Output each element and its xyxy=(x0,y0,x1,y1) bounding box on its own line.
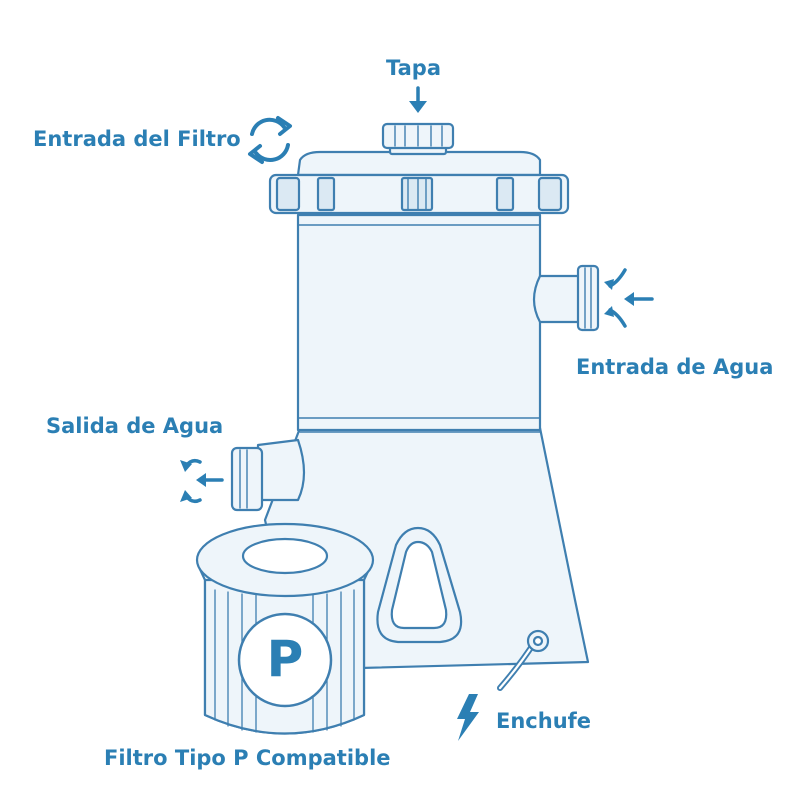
base-window xyxy=(376,526,463,644)
top-cap xyxy=(381,122,455,156)
water-inlet-label: Entrada de Agua xyxy=(576,355,774,379)
cartridge-letter: P xyxy=(266,630,304,688)
arrows-in-icon xyxy=(604,268,654,328)
water-outlet-label: Salida de Agua xyxy=(46,414,224,438)
pump-tank xyxy=(296,213,542,432)
filter-inlet-label: Entrada del Filtro xyxy=(33,127,241,151)
cartridge-badge xyxy=(237,612,333,708)
filter-cartridge xyxy=(195,522,375,735)
refresh-icon xyxy=(248,116,292,164)
arrows-out-icon xyxy=(180,458,224,504)
water-inlet-port xyxy=(532,264,600,332)
lightning-icon xyxy=(457,694,479,741)
power-cable xyxy=(497,629,550,691)
filter-cartridge-label: Filtro Tipo P Compatible xyxy=(104,746,391,770)
plug-label: Enchufe xyxy=(496,709,592,733)
lid-label: Tapa xyxy=(386,56,441,80)
water-outlet-port xyxy=(230,438,306,512)
lid-ring xyxy=(268,150,570,215)
arrow-down-icon xyxy=(409,86,427,113)
